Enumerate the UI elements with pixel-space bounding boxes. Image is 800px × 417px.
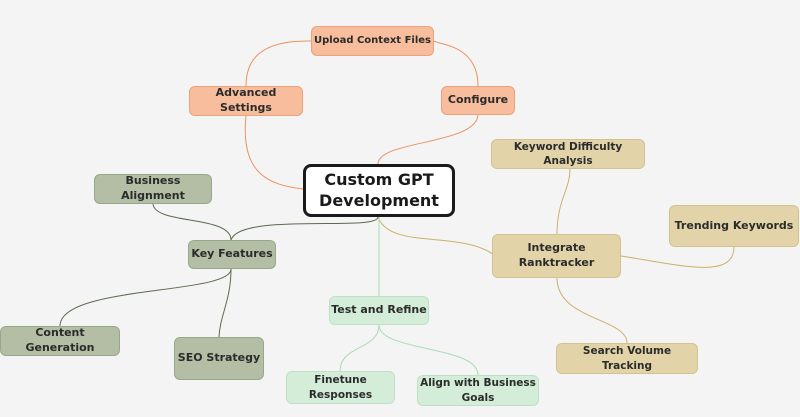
- node-key-features[interactable]: Key Features: [188, 240, 276, 269]
- link-configure-upload: [433, 40, 479, 87]
- node-integrate-ranktracker[interactable]: Integrate Ranktracker: [492, 234, 621, 278]
- link-root-keyfeatures: [230, 216, 379, 241]
- link-keyfeatures-seo: [218, 268, 232, 338]
- node-seo-strategy[interactable]: SEO Strategy: [174, 337, 264, 380]
- link-ranktracker-trending: [620, 246, 735, 268]
- node-align-with-business-goals[interactable]: Align with Business Goals: [417, 375, 539, 406]
- link-test-align: [378, 324, 479, 376]
- node-upload-context-files[interactable]: Upload Context Files: [311, 26, 434, 56]
- link-test-finetune: [339, 324, 380, 372]
- link-ranktracker-search: [556, 277, 628, 344]
- link-advanced-root: [244, 115, 304, 190]
- node-test-and-refine[interactable]: Test and Refine: [329, 296, 429, 325]
- link-root-ranktracker: [377, 216, 495, 256]
- node-search-volume-tracking[interactable]: Search Volume Tracking: [556, 343, 698, 374]
- central-topic[interactable]: Custom GPT Development: [303, 164, 455, 217]
- link-root-configure: [377, 113, 479, 165]
- node-keyword-difficulty-analysis[interactable]: Keyword Difficulty Analysis: [491, 139, 645, 169]
- node-finetune-responses[interactable]: Finetune Responses: [286, 371, 395, 404]
- link-keyfeatures-business: [152, 203, 232, 241]
- node-trending-keywords[interactable]: Trending Keywords: [669, 205, 799, 247]
- node-content-generation[interactable]: Content Generation: [0, 326, 120, 356]
- link-ranktracker-difficulty: [556, 168, 571, 235]
- node-configure[interactable]: Configure: [441, 86, 515, 115]
- node-business-alignment[interactable]: Business Alignment: [94, 174, 212, 204]
- link-keyfeatures-content: [59, 268, 232, 327]
- link-upload-advanced: [245, 40, 312, 87]
- node-advanced-settings[interactable]: Advanced Settings: [189, 86, 303, 116]
